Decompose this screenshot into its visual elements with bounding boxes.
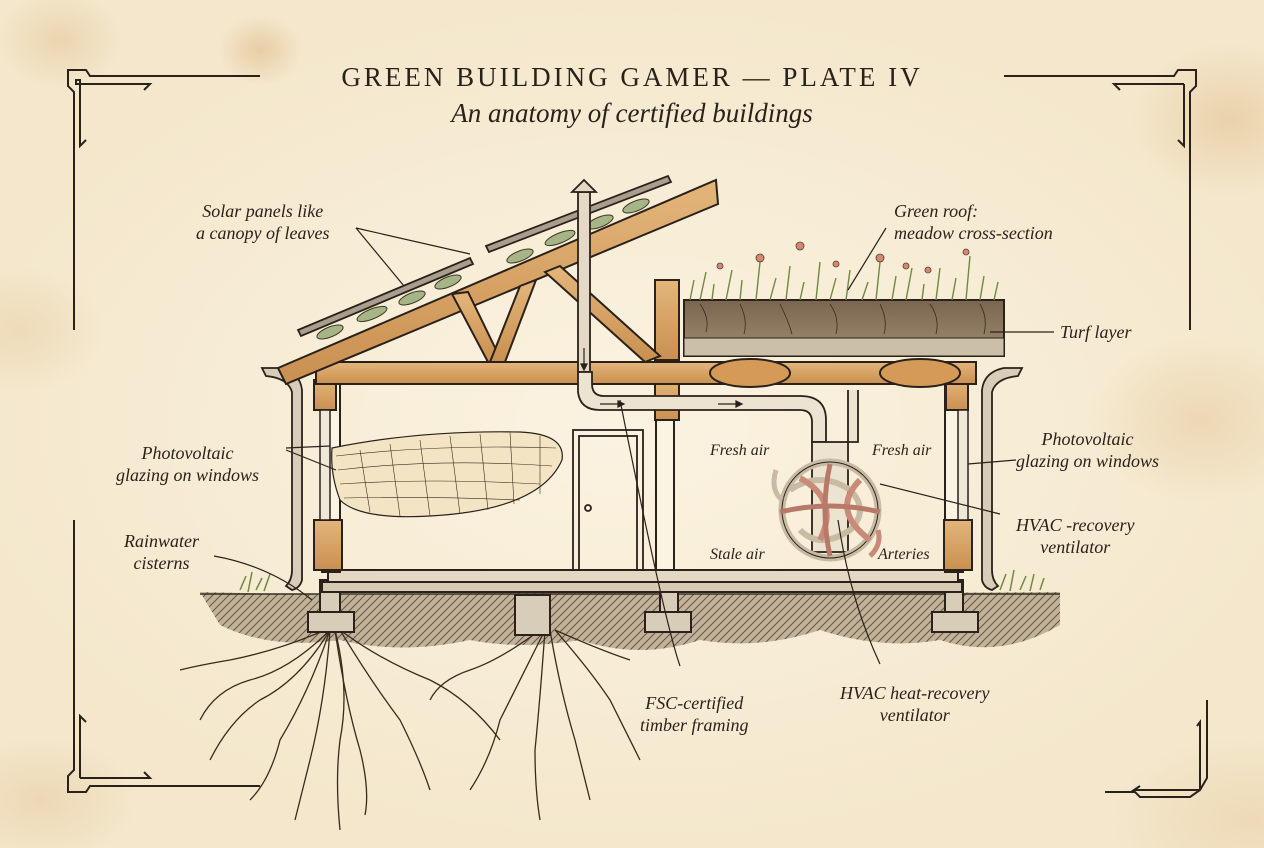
label-line: ventilator: [1040, 537, 1111, 557]
foundation-footings: [307, 579, 979, 636]
label-solar-panels: Solar panels like a canopy of leaves: [196, 200, 329, 244]
label-arteries: Arteries: [878, 546, 930, 563]
label-line: HVAC heat-recovery: [840, 683, 990, 703]
label-hvac-heat-recovery-ventilator: HVAC heat-recovery ventilator: [840, 682, 989, 726]
label-hvac-recovery-ventilator: HVAC -recovery ventilator: [1016, 514, 1134, 558]
label-line: Rainwater: [124, 531, 199, 551]
interior-door: [572, 429, 644, 571]
label-pv-glazing-left: Photovoltaic glazing on windows: [116, 442, 259, 486]
corner-ornament-bottom-left: [67, 520, 260, 793]
leader-lines: [213, 227, 1054, 667]
label-line: Photovoltaic: [1041, 429, 1134, 449]
roof-truss: [276, 178, 720, 386]
label-line: ventilator: [879, 705, 950, 725]
label-turf-layer: Turf layer: [1060, 322, 1132, 342]
pv-glazing-window-right: [957, 409, 969, 521]
label-line: FSC-certified: [645, 693, 744, 713]
label-stale-air: Stale air: [710, 546, 765, 563]
roots: [179, 629, 641, 831]
label-line: a canopy of leaves: [196, 223, 330, 243]
ground-soil: [200, 569, 1060, 650]
ceiling-beam: [315, 358, 977, 388]
airflow-arrows: [580, 348, 744, 408]
label-rainwater-cisterns: Rainwater cisterns: [124, 530, 199, 574]
label-line: glazing on windows: [1016, 451, 1160, 471]
corner-ornament-top-right: [1004, 69, 1197, 330]
corner-ornament-top-left: [67, 69, 260, 330]
label-line: meadow cross-section: [894, 223, 1053, 243]
label-line: timber framing: [640, 715, 749, 735]
label-line: Green roof:: [894, 201, 979, 221]
green-roof: [683, 241, 1005, 357]
label-line: cisterns: [133, 553, 190, 573]
label-green-roof: Green roof: meadow cross-section: [894, 200, 1053, 244]
label-fresh-air-right: Fresh air: [872, 442, 932, 459]
label-fsc-timber-framing: FSC-certified timber framing: [640, 692, 749, 736]
label-line: Solar panels like: [202, 201, 324, 221]
label-line: Photovoltaic: [141, 443, 234, 463]
rainwater-downspouts: [260, 367, 1024, 591]
label-fresh-air-left: Fresh air: [710, 442, 770, 459]
plate-title: GREEN BUILDING GAMER — PLATE IV: [341, 62, 923, 92]
dragonfly-wing-window: [331, 431, 563, 518]
label-pv-glazing-right: Photovoltaic glazing on windows: [1016, 428, 1159, 472]
plate-subtitle: An anatomy of certified buildings: [451, 98, 813, 128]
label-line: HVAC -recovery: [1016, 515, 1135, 535]
floor-slab: [321, 569, 963, 593]
label-line: glazing on windows: [116, 465, 260, 485]
heat-recovery-ventilator: [771, 458, 882, 562]
corner-ornament-bottom-right: [1105, 700, 1208, 798]
